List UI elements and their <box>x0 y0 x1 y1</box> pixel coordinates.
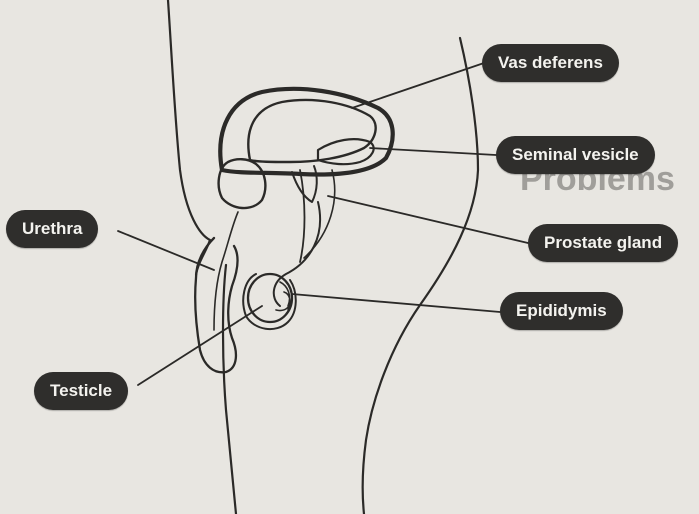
bladder-inner <box>248 100 375 162</box>
label-seminal-vesicle: Seminal vesicle <box>496 136 655 174</box>
label-epididymis: Epididymis <box>500 292 623 330</box>
testicle-shape <box>248 274 292 322</box>
label-testicle: Testicle <box>34 372 128 410</box>
label-urethra: Urethra <box>6 210 98 248</box>
pointer-prostate-gland <box>328 196 528 243</box>
spermatic-cord <box>300 170 305 262</box>
prostate-shape <box>219 159 266 208</box>
body-outline-left <box>168 0 210 275</box>
pointer-urethra <box>118 231 214 270</box>
pointer-vas-deferens <box>352 63 484 108</box>
pointer-epididymis <box>292 294 500 312</box>
pointer-testicle <box>138 306 262 385</box>
label-vas-deferens: Vas deferens <box>482 44 619 82</box>
vas-deferens-line <box>274 202 320 306</box>
label-prostate-gland: Prostate gland <box>528 224 678 262</box>
